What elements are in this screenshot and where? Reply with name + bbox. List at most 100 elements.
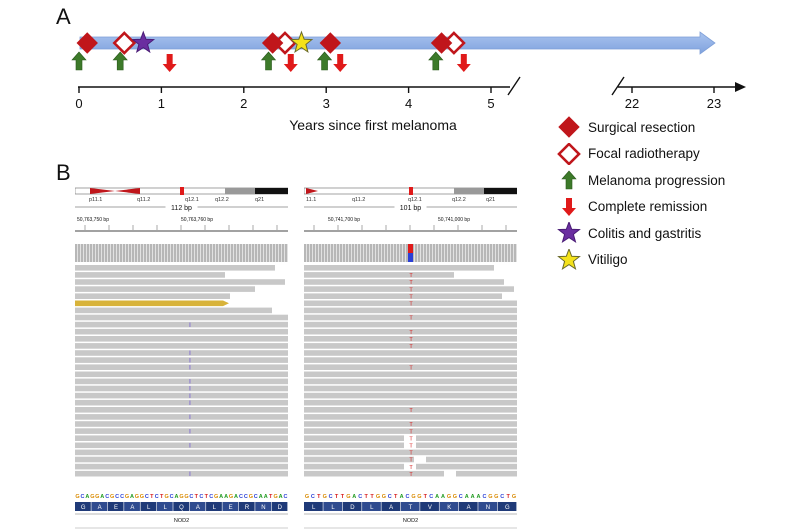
band-label: 11.1 — [306, 197, 316, 203]
chromosome-band — [484, 188, 517, 194]
coverage-bar — [331, 244, 334, 262]
mismatch-base: T — [409, 429, 413, 435]
legend-item-complete-remission: Complete remission — [556, 196, 707, 218]
sequence-read — [304, 265, 494, 271]
coverage-bar — [84, 244, 87, 262]
amino-acid-cell — [91, 502, 108, 511]
coverage-bar — [246, 244, 249, 262]
coverage-bar — [219, 244, 222, 262]
reference-base: G — [249, 494, 253, 500]
coverage-bar — [129, 244, 132, 262]
coverage-bar — [376, 244, 379, 262]
sequence-read — [75, 279, 285, 285]
coverage-bar — [105, 244, 108, 262]
sequence-read — [75, 399, 288, 406]
coverage-bar — [144, 244, 147, 262]
coverage-bar — [132, 244, 135, 262]
sequence-read — [304, 428, 517, 434]
sequence-read — [304, 293, 502, 299]
reference-base: T — [160, 494, 164, 500]
coverage-bar — [279, 244, 282, 262]
coverage-bar — [313, 244, 316, 262]
reference-base: G — [305, 494, 309, 500]
sequence-read — [75, 357, 288, 363]
insertion-marker: I — [189, 323, 191, 329]
amino-acid-cell — [238, 502, 255, 511]
complete-remission-marker — [456, 54, 471, 72]
sequence-read — [416, 442, 517, 449]
panel-a-letter: A — [56, 4, 71, 29]
axis-tick-label: 23 — [707, 96, 721, 111]
sequence-read — [304, 392, 517, 399]
coverage-bar — [117, 244, 120, 262]
coverage-bar — [445, 244, 448, 262]
sequence-read — [304, 307, 517, 314]
sequence-read — [75, 456, 288, 463]
coverage-bar — [325, 244, 328, 262]
reference-base: C — [311, 494, 315, 500]
coverage-bar — [364, 244, 367, 262]
surgical-resection-marker — [76, 32, 98, 54]
sequence-read — [304, 456, 414, 463]
coverage-bar — [355, 244, 358, 262]
coverage-bar — [349, 244, 352, 262]
centromere — [115, 188, 140, 194]
amino-acid-cell — [439, 502, 459, 511]
coverage-bar — [261, 244, 264, 262]
sequence-read — [304, 385, 517, 392]
mismatch-base: T — [409, 287, 413, 293]
reference-base: G — [494, 494, 498, 500]
coverage-bar — [484, 244, 487, 262]
sequence-read — [304, 449, 517, 456]
legend-item-melanoma-progression: Melanoma progression — [556, 169, 725, 191]
coverage-allele-t — [408, 244, 413, 253]
insertion-marker: I — [189, 394, 191, 400]
legend-label: Surgical resection — [588, 119, 696, 135]
amino-acid-letter: L — [331, 505, 335, 511]
reference-base: G — [323, 494, 327, 500]
amino-acid-cell — [156, 502, 173, 511]
melanoma-progression-icon — [561, 170, 577, 190]
sequence-read — [75, 321, 288, 328]
coverage-bar — [255, 244, 258, 262]
sequence-read — [304, 378, 517, 385]
coverage-bar — [307, 244, 310, 262]
melanoma-progression-marker — [71, 51, 87, 71]
sequence-read — [75, 286, 255, 292]
coverage-bar — [385, 244, 388, 262]
coverage-bar — [508, 244, 511, 262]
reference-base: G — [179, 494, 183, 500]
legend-item-surgical-resection: Surgical resection — [556, 116, 695, 138]
coverage-bar — [162, 244, 165, 262]
amino-acid-letter: D — [350, 505, 355, 511]
insertion-marker: I — [189, 351, 191, 357]
legend-label: Focal radiotherapy — [588, 146, 700, 161]
complete-remission-icon — [562, 197, 576, 216]
amino-acid-letter: A — [196, 505, 200, 511]
coverage-bar — [343, 244, 346, 262]
reference-base: T — [364, 494, 368, 500]
coverage-bar — [183, 244, 186, 262]
mismatch-base: T — [409, 408, 413, 414]
coverage-bar — [282, 244, 285, 262]
coverage-bar — [87, 244, 90, 262]
reference-base: G — [140, 494, 144, 500]
sequence-read — [304, 364, 517, 370]
coverage-bar — [334, 244, 337, 262]
melanoma-progression-marker — [316, 51, 333, 71]
sequence-read — [75, 293, 230, 299]
reference-base: C — [145, 494, 149, 500]
coordinate-label: 50,763,750 bp — [77, 217, 109, 223]
coordinate-label: 50,763,760 bp — [181, 217, 213, 223]
coverage-bar — [466, 244, 469, 262]
coverage-bar — [451, 244, 454, 262]
reference-base: C — [358, 494, 362, 500]
mismatch-base: T — [409, 422, 413, 428]
amino-acid-cell — [381, 502, 401, 511]
coverage-bar — [81, 244, 84, 262]
colitis-gastritis-marker — [131, 30, 156, 54]
reference-base: T — [317, 494, 321, 500]
reference-base: C — [388, 494, 392, 500]
coverage-bar — [126, 244, 129, 262]
